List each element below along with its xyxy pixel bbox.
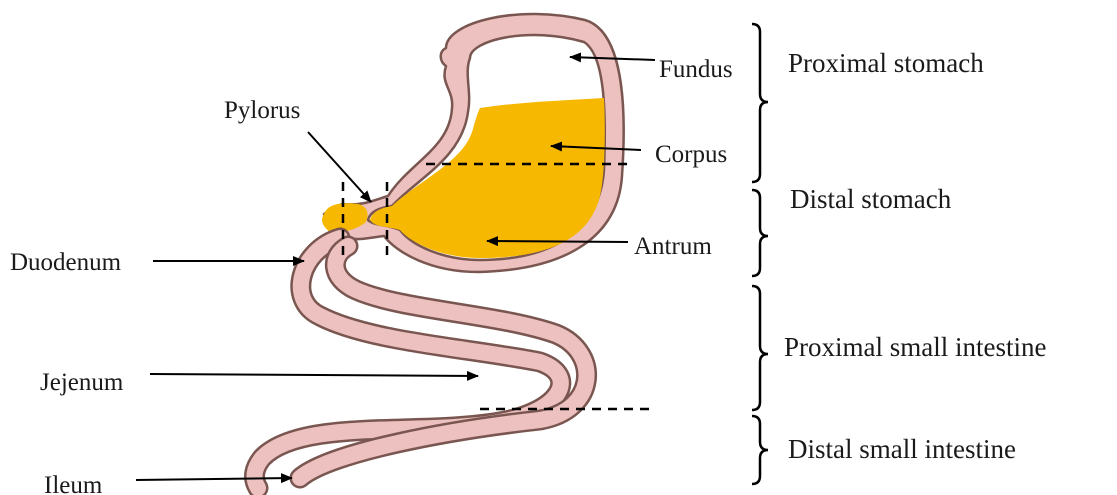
antrum-arrow — [487, 241, 628, 242]
label-fundus: Fundus — [659, 56, 733, 83]
stomach — [322, 14, 624, 272]
region-labels: Proximal stomach Distal stomach Proximal… — [784, 48, 1046, 464]
label-duodenum: Duodenum — [10, 249, 122, 276]
label-proximal-small-intestine: Proximal small intestine — [784, 332, 1046, 362]
label-jejenum: Jejenum — [40, 369, 124, 396]
pylorus-arrow — [308, 132, 371, 202]
jejenum-arrow — [150, 374, 478, 376]
brace-proximal-small-intestine — [752, 286, 768, 410]
region-braces — [752, 24, 768, 484]
label-distal-small-intestine: Distal small intestine — [788, 434, 1016, 464]
label-antrum: Antrum — [634, 233, 712, 260]
ileum-arrow — [136, 478, 292, 480]
label-distal-stomach: Distal stomach — [790, 184, 952, 214]
brace-proximal-stomach — [752, 24, 768, 182]
label-proximal-stomach: Proximal stomach — [788, 48, 984, 78]
brace-distal-small-intestine — [752, 416, 768, 484]
label-ileum: Ileum — [44, 472, 103, 495]
brace-distal-stomach — [752, 190, 768, 276]
label-corpus: Corpus — [655, 141, 727, 168]
label-pylorus: Pylorus — [224, 97, 300, 124]
small-intestine — [255, 238, 587, 488]
